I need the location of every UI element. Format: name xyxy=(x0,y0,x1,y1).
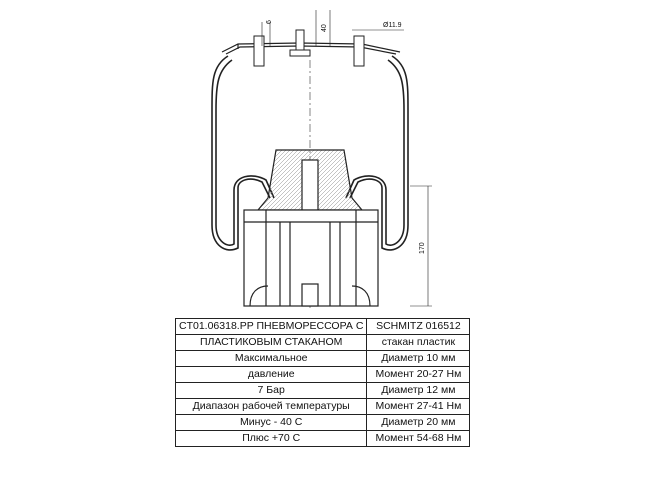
spec-value-cell: Диаметр 20 мм xyxy=(366,414,471,431)
spec-label-cell: Плюс +70 С xyxy=(174,430,368,447)
air-spring-drawing: 6 40 Ø11.9 170 xyxy=(211,10,432,310)
dim-stud-diameter: Ø11.9 xyxy=(383,22,402,29)
bellows xyxy=(211,55,409,251)
spec-label-cell: 7 Бар xyxy=(174,382,368,399)
spec-value-cell: Момент 27-41 Нм xyxy=(366,398,471,415)
spec-label-cell: Минус - 40 С xyxy=(174,414,368,431)
piston xyxy=(243,149,379,307)
dim-stud-height: 40 xyxy=(321,24,328,32)
spec-value-cell: Диаметр 12 мм xyxy=(366,382,471,399)
spec-value-cell: Диаметр 10 мм xyxy=(366,350,471,367)
spec-label-cell: ПЛАСТИКОВЫМ СТАКАНОМ xyxy=(174,334,368,351)
spec-label-cell: давление xyxy=(174,366,368,383)
spec-label-cell: CT01.06318.PP ПНЕВМОРЕССОРА С xyxy=(174,318,368,335)
top-plate xyxy=(221,42,401,55)
spec-value-cell: стакан пластик xyxy=(366,334,471,351)
dim-thickness: 6 xyxy=(266,20,273,24)
mounting-studs xyxy=(253,29,365,67)
spec-value-cell: Момент 20-27 Нм xyxy=(366,366,471,383)
spec-value-cell: Момент 54-68 Нм xyxy=(366,430,471,447)
spec-label-cell: Максимальное xyxy=(174,350,368,367)
dim-height: 170 xyxy=(419,242,426,254)
spec-label-cell: Диапазон рабочей температуры xyxy=(174,398,368,415)
spec-value-cell: SCHMITZ 016512 xyxy=(366,318,471,335)
dimension-lines xyxy=(261,10,432,307)
